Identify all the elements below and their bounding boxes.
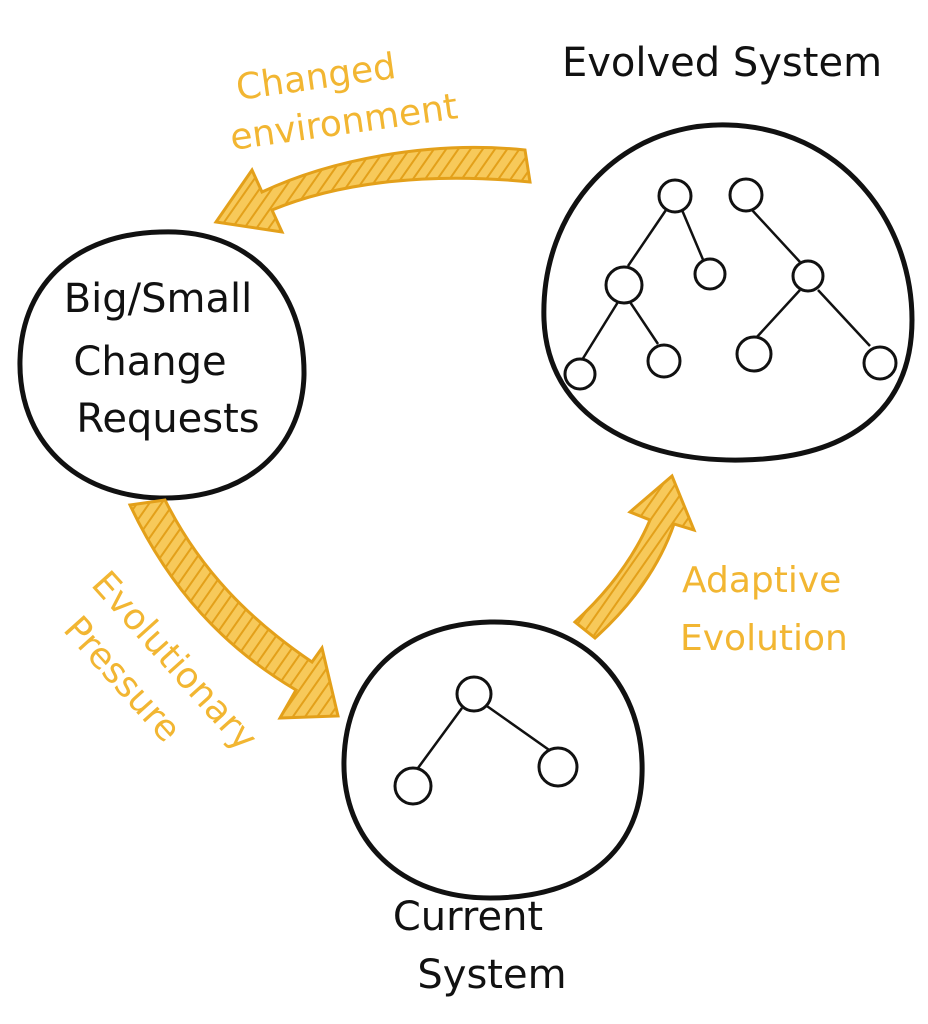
tree-node — [657, 178, 693, 214]
tree-node — [693, 257, 727, 291]
change-requests-label-line-1: Big/Small — [64, 276, 253, 322]
tree-edge — [416, 707, 464, 769]
adaptive-evolution-label-line-2: Evolution — [680, 618, 848, 659]
changed-environment-arrow: Changed environment — [213, 46, 532, 234]
current-system-node: Current System — [341, 619, 645, 998]
change-requests-label-line-3: Requests — [76, 396, 259, 442]
tree-node — [563, 357, 597, 391]
current-system-label-line-2: System — [417, 952, 566, 998]
adaptive-evolution-arrow: Adaptive Evolution — [572, 473, 848, 659]
tree-edge — [580, 301, 620, 361]
current-system-tree — [393, 675, 579, 806]
tree-edge — [755, 289, 801, 339]
tree-node — [735, 335, 773, 373]
tree-edge — [751, 209, 801, 263]
tree-node — [393, 766, 433, 806]
tree-node — [646, 343, 682, 379]
evolutionary-pressure-arrow-shape — [127, 498, 340, 720]
tree-node — [728, 177, 764, 213]
tree-edge — [483, 702, 553, 754]
evolved-system-circle — [541, 122, 915, 463]
tree-edge — [817, 289, 871, 347]
evolved-system-node: Evolved System — [541, 40, 915, 463]
adaptive-evolution-arrow-shape — [572, 473, 697, 640]
tree-edge — [680, 209, 706, 263]
change-requests-circle — [17, 229, 307, 501]
current-system-label-line-1: Current — [393, 894, 543, 940]
tree-node — [537, 746, 579, 788]
adaptive-evolution-label-line-1: Adaptive — [682, 560, 841, 601]
change-requests-node: Big/Small Change Requests — [17, 229, 307, 501]
tree-edge — [626, 209, 668, 267]
evolved-system-label: Evolved System — [562, 40, 882, 86]
tree-node — [604, 265, 644, 305]
tree-node — [791, 259, 825, 293]
changed-environment-arrow-shape — [213, 145, 532, 234]
tree-node — [862, 345, 898, 381]
evolved-system-tree — [563, 177, 898, 391]
tree-node — [455, 675, 493, 713]
evolutionary-pressure-arrow: Evolutionary Pressure — [55, 498, 340, 759]
tree-edge — [628, 301, 660, 345]
current-system-circle — [341, 619, 645, 901]
change-requests-label-line-2: Change — [73, 339, 226, 385]
